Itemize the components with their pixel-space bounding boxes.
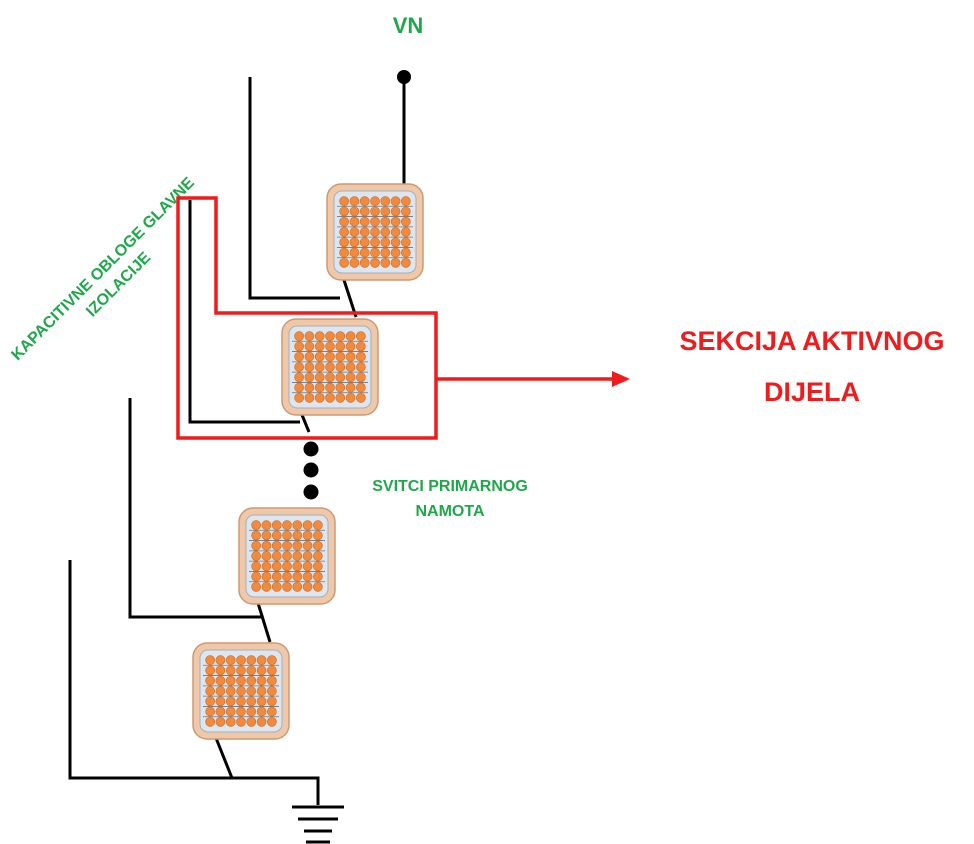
ellipsis-dots-icon [303,441,319,500]
coil-1 [326,183,424,281]
capacitive-label: KAPACITIVNE OBLOGE GLAVNE IZOLACIJE [8,174,198,364]
coils-group [192,183,424,740]
ground-icon [292,805,344,844]
shield-line-2 [188,200,300,424]
shield-line-3 [128,398,263,619]
coil-link-4 [214,737,234,779]
arrow-right-icon [612,371,630,387]
active-section-outline [176,196,438,440]
coil-link-1 [341,276,358,318]
shield-line-4 [68,560,320,805]
shield-line-1 [248,77,340,300]
coil-3 [238,507,336,605]
coil-4 [192,642,290,740]
section-label-line1: SEKCIJA AKTIVNOG [679,326,944,356]
coil-link-3 [256,602,272,643]
section-label-line2: DIJELA [764,377,860,407]
coils-label-line1: SVITCI PRIMARNOG [372,478,528,495]
capacitive-label-line1: KAPACITIVNE OBLOGE GLAVNE [8,174,198,364]
coils-label-line2: NAMOTA [415,503,484,520]
coil-2 [281,318,379,416]
terminal-dot-icon [397,70,411,84]
vn-label: VN [393,13,424,38]
